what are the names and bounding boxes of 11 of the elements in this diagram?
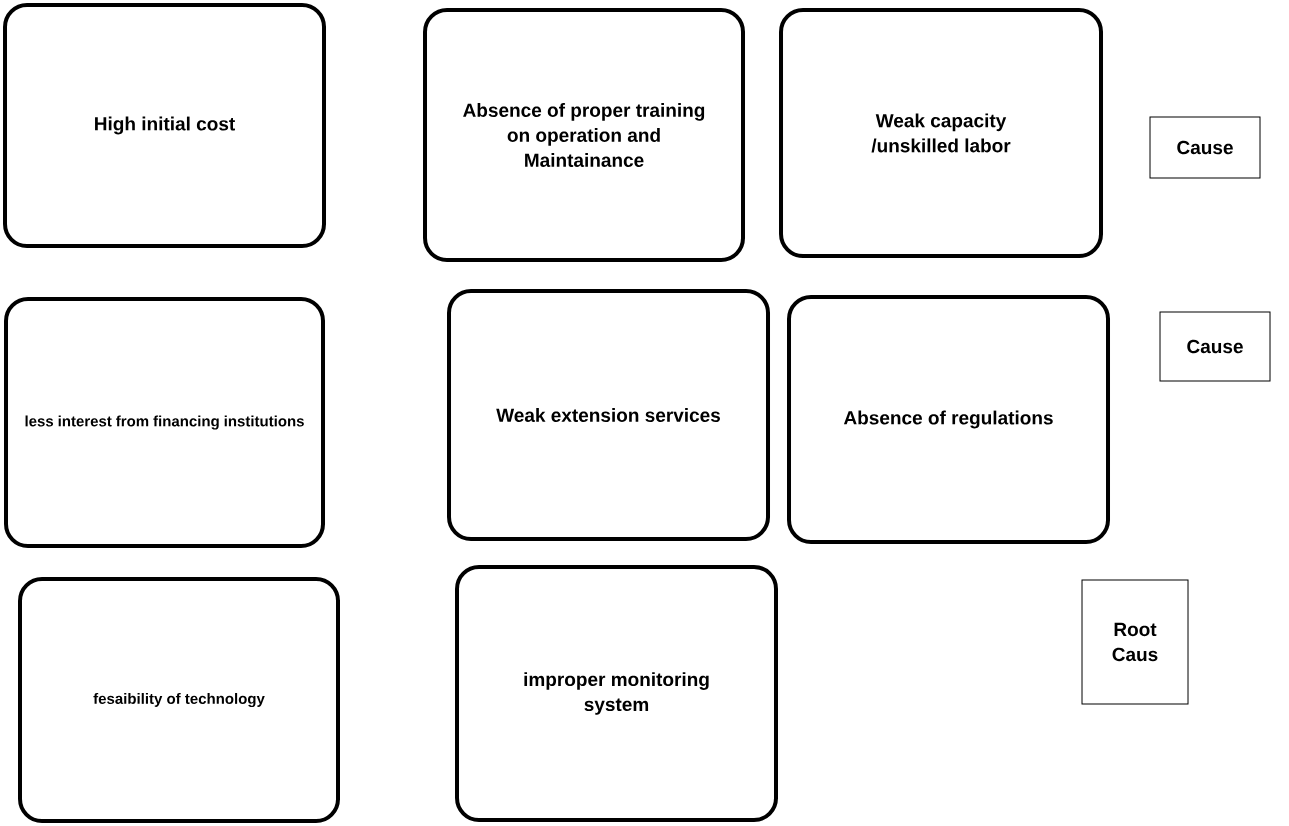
cause-box: Absence of regulations bbox=[787, 295, 1110, 544]
cause-box: fesaibility of technology bbox=[18, 577, 340, 823]
cause-box: Weak capacity /unskilled labor bbox=[779, 8, 1103, 258]
label-box: Cause bbox=[1149, 116, 1261, 179]
cause-box: less interest from financing institutions bbox=[4, 297, 325, 548]
cause-box: Weak extension services bbox=[447, 289, 770, 541]
label-box: Cause bbox=[1159, 311, 1271, 382]
label-box: Root Caus bbox=[1081, 579, 1189, 705]
cause-box: High initial cost bbox=[3, 3, 326, 248]
cause-box: Absence of proper training on operation and Maintainance bbox=[423, 8, 745, 262]
cause-box: improper monitoring system bbox=[455, 565, 778, 822]
